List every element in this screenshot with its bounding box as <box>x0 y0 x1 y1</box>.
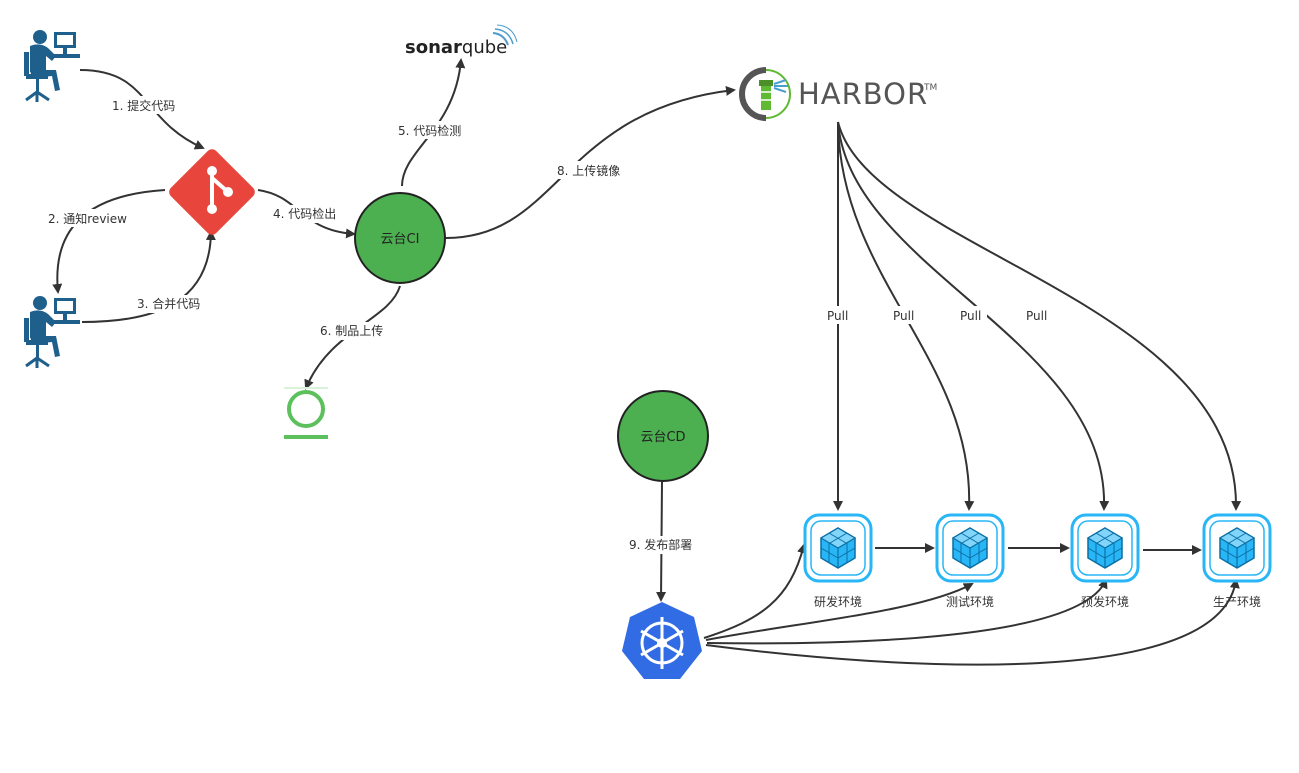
developer-icon <box>22 28 82 104</box>
sonarqube-logo: sonarqube <box>405 24 518 58</box>
label-notify: 2. 通知review <box>48 212 127 226</box>
env-prod-label: 生产环境 <box>1213 594 1261 609</box>
cd-node: 云台CD <box>617 390 709 482</box>
label-pull-dev: Pull <box>827 309 848 323</box>
harbor-logo: HARBOR TM <box>739 67 937 121</box>
env-dev-label: 研发环境 <box>814 594 862 609</box>
cd-label: 云台CD <box>640 430 685 445</box>
sonarqube-logo-text: sonarqube <box>405 37 507 58</box>
edge-k8s-dev <box>703 543 807 639</box>
label-deploy: 9. 发布部署 <box>629 537 692 552</box>
label-pull-prod: Pull <box>1026 309 1047 323</box>
label-upload-image: 8. 上传镜像 <box>557 163 620 178</box>
env-test: 测试环境 <box>935 513 1005 609</box>
ci-node: 云台CI <box>354 192 446 284</box>
label-checkout: 4. 代码检出 <box>273 206 336 221</box>
developer-reviewer-icon <box>22 294 82 370</box>
edges <box>52 58 1242 666</box>
env-staging: 预发环境 <box>1070 513 1140 609</box>
env-prod: 生产环境 <box>1202 513 1272 609</box>
environment-cube-icon <box>935 513 1005 583</box>
edge-pull-prod <box>837 121 1242 511</box>
nexus-icon <box>284 387 328 439</box>
harbor-name: HARBOR <box>798 77 928 111</box>
env-staging-label: 预发环境 <box>1081 594 1129 609</box>
harbor-trademark: TM <box>923 83 937 93</box>
ci-label: 云台CI <box>381 232 420 247</box>
label-pull-staging: Pull <box>960 309 981 323</box>
label-scan: 5. 代码检测 <box>398 123 461 138</box>
label-merge: 3. 合并代码 <box>137 296 200 311</box>
label-artifact: 6. 制品上传 <box>320 323 383 338</box>
environment-cube-icon <box>1070 513 1140 583</box>
edge-notify <box>52 189 166 294</box>
edge-k8s-prod <box>705 578 1240 666</box>
env-test-label: 测试环境 <box>946 594 994 609</box>
kubernetes-icon <box>622 602 702 679</box>
edge-k8s-test <box>705 583 974 641</box>
git-icon <box>169 149 255 235</box>
edge-k8s-staging <box>706 578 1108 645</box>
environment-cube-icon <box>803 513 873 583</box>
label-commit: 1. 提交代码 <box>112 98 175 113</box>
label-pull-test: Pull <box>893 309 914 323</box>
edge-labels: 1. 提交代码 2. 通知review 3. 合并代码 4. 代码检出 5. 代… <box>44 96 1053 554</box>
environment-cube-icon <box>1202 513 1272 583</box>
env-dev: 研发环境 <box>803 513 873 609</box>
